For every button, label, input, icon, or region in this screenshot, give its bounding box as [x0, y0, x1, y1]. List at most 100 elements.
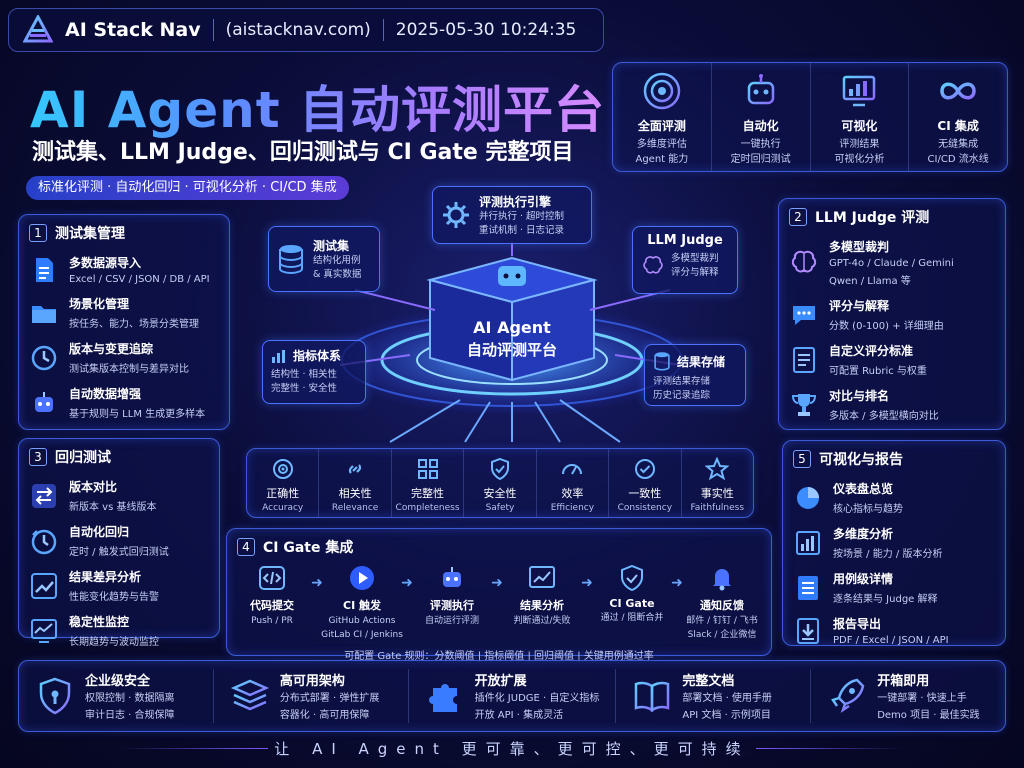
check-circle-icon [634, 459, 655, 479]
list-item[interactable]: 用例级详情逐条结果与 Judge 解释 [783, 565, 1005, 610]
layers-icon [230, 679, 269, 711]
node-title: 测试集 [313, 238, 350, 253]
datetime: 2025-05-30 10:24:35 [395, 20, 577, 40]
node-title: 指标体系 [293, 349, 342, 363]
chat-icon [793, 305, 815, 325]
step-title: 代码提交 [250, 599, 294, 612]
bottom-feature-desc: 插件化 JUDGE · 自定义指标 [474, 692, 600, 704]
node-desc: 完整性 · 安全性 [271, 383, 338, 394]
metric-label: 事实性 [700, 487, 734, 500]
list-item[interactable]: 稳定性监控长期趋势与波动监控 [19, 608, 219, 653]
list-item[interactable]: 自动化回归定时 / 触发式回归测试 [19, 518, 219, 563]
bottom-feature-ready: 开箱即用一键部署 · 快速上手 Demo 项目 · 最佳实践 [811, 669, 1005, 723]
step-desc: 邮件 / 钉钉 / 飞书 [686, 616, 758, 626]
metric-label: 效率 [561, 487, 584, 500]
book-icon [635, 681, 670, 713]
list-item[interactable]: 多维度分析按场景 / 能力 / 版本分析 [783, 520, 1005, 565]
section-number: 1 [29, 224, 47, 242]
bottom-feature-title: 开箱即用 [877, 673, 930, 689]
node-engine[interactable]: 评测执行引擎并行执行 · 超时控制重试机制 · 日志记录 [432, 186, 592, 244]
bottom-feature-desc: 一键部署 · 快速上手 [877, 692, 967, 704]
section-number: 2 [789, 208, 807, 226]
checklist-icon [793, 346, 815, 373]
section-number: 3 [29, 448, 47, 466]
top-bar: AI Stack Nav (aistacknav.com) 2025-05-30… [8, 8, 604, 52]
core-robot-icon [498, 266, 526, 286]
core-to-metrics-arrows [389, 399, 621, 443]
list-item[interactable]: 版本对比新版本 vs 基线版本 [19, 473, 219, 518]
core-label-line1: AI Agent [473, 318, 551, 337]
site-domain[interactable]: (aistacknav.com) [225, 20, 371, 40]
item-desc: Excel / CSV / JSON / DB / API [69, 274, 210, 285]
item-desc: 按场景 / 能力 / 版本分析 [833, 549, 943, 560]
bottom-feature-title: 高可用架构 [279, 673, 345, 689]
arrow-icon: ➜ [401, 575, 413, 591]
arrow-icon: ➜ [581, 575, 593, 591]
bottom-feature-desc: Demo 项目 · 最佳实践 [877, 709, 980, 721]
item-desc: 基于规则与 LLM 生成更多样本 [69, 409, 206, 420]
rocket-icon [831, 678, 865, 714]
metric-label-en: Relevance [331, 503, 379, 513]
node-result-storage[interactable]: 结果存储 评测结果存储 历史记录追踪 [644, 344, 746, 406]
chart-icon [529, 566, 555, 588]
metric-label: 安全性 [483, 487, 517, 500]
page-subtitle: 测试集、LLM Judge、回归测试与 CI Gate 完整项目 [32, 140, 574, 165]
node-desc: 结构化用例 [313, 254, 361, 266]
bottom-feature-ha: 高可用架构分布式部署 · 弹性扩展容器化 · 高可用保障 [214, 669, 409, 723]
list-item[interactable]: 版本与变更追踪测试集版本控制与差异对比 [19, 335, 229, 380]
list-item[interactable]: 对比与排名多版本 / 多模型横向对比 [779, 382, 1005, 427]
metric-faithfulness[interactable]: 事实性 Faithfulness [682, 449, 753, 517]
node-testset[interactable]: 测试集结构化用例& 真实数据 [268, 226, 380, 292]
list-item[interactable]: 仪表盘总览核心指标与趋势 [783, 475, 1005, 520]
document-icon [36, 257, 53, 282]
item-title: 多维度分析 [833, 527, 894, 541]
list-item[interactable]: 结果差异分析性能变化趋势与告警 [19, 563, 219, 608]
gauge-icon [562, 464, 583, 475]
list-item[interactable]: 自定义评分标准可配置 Rubric 与权重 [779, 337, 1005, 382]
list-item[interactable]: 场景化管理按任务、能力、场景分类管理 [19, 290, 229, 335]
brain-icon [791, 250, 817, 272]
feature-desc: 一键执行定时回归测试 [730, 139, 791, 165]
node-llm-judge[interactable]: LLM Judge 多模型裁判评分与解释 [632, 226, 738, 294]
metric-label-en: Efficiency [550, 503, 595, 513]
step-desc: 通过 / 阻断合并 [600, 613, 664, 623]
gate-rules: 可配置 Gate 规则：分数阈值 | 指标阈值 | 回归阈值 | 关键用例通过率 [344, 651, 654, 662]
ci-step-execute[interactable]: 评测执行自动运行评测 [415, 563, 489, 627]
feature-title: 自动化 [742, 119, 779, 133]
item-title: 版本与变更追踪 [69, 342, 154, 356]
list-item[interactable]: 评分与解释分数 (0-100) + 详细理由 [779, 292, 1005, 337]
item-desc: 可配置 Rubric 与权重 [829, 366, 927, 377]
feature-desc: 评测结果可视化分析 [834, 139, 885, 165]
database-icon [654, 352, 670, 371]
item-desc: 新版本 vs 基线版本 [69, 502, 157, 513]
compare-icon [32, 483, 56, 508]
pie-icon [797, 486, 819, 509]
metric-label-en: Faithfulness [690, 503, 745, 513]
metric-label: 相关性 [338, 487, 372, 500]
section-number: 4 [237, 538, 255, 556]
play-icon [350, 566, 374, 590]
metric-relevance[interactable]: 相关性 Relevance [319, 449, 392, 517]
metric-efficiency[interactable]: 效率 Efficiency [537, 449, 610, 517]
code-icon [259, 566, 285, 590]
item-title: 结果差异分析 [69, 570, 142, 584]
list-item[interactable]: 自动数据增强基于规则与 LLM 生成更多样本 [19, 380, 229, 425]
step-title: 评测执行 [430, 599, 474, 612]
node-metrics-system[interactable]: 指标体系 结构性 · 相关性 完整性 · 安全性 [262, 340, 366, 404]
bottom-feature-desc: 容器化 · 高可用保障 [279, 709, 370, 721]
ci-step-analysis[interactable]: 结果分析判断通过/失败 [505, 563, 579, 627]
brand-name[interactable]: AI Stack Nav [65, 19, 201, 41]
